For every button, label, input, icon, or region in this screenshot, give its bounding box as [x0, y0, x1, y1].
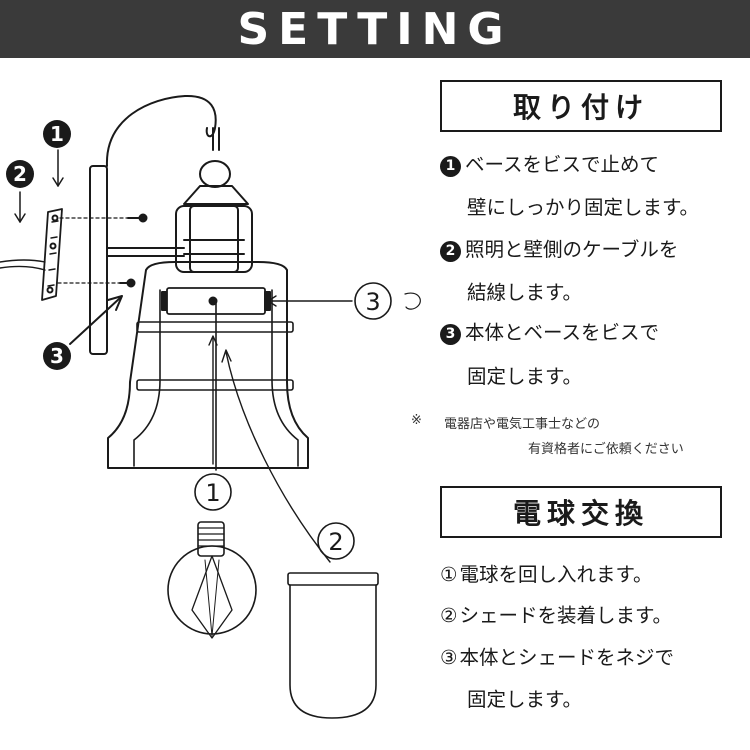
- step-3-badge: 3: [440, 324, 461, 345]
- mounting-step-3-cont: 固定します。: [467, 365, 583, 388]
- callout-bulb: 1: [205, 479, 220, 507]
- callout-3: 3: [50, 344, 64, 368]
- mounting-step-1-cont: 壁にしっかり固定します。: [467, 196, 700, 219]
- page-title: SETTING: [237, 3, 513, 55]
- installation-diagram: 1 2 3 3 1 2: [0, 94, 421, 719]
- callout-1: 1: [50, 122, 64, 146]
- wall-plate: [89, 165, 108, 355]
- glass-shade: [287, 572, 379, 719]
- light-bulb: [167, 521, 257, 639]
- callout-shade: 2: [328, 528, 343, 556]
- step-1-badge: 1: [440, 156, 461, 177]
- mounting-heading: 取り付け: [440, 80, 722, 132]
- lamp-shade: [107, 261, 309, 469]
- step-2-badge: 2: [440, 241, 461, 262]
- base-bracket: [0, 208, 63, 301]
- note-mark: ※: [411, 413, 422, 428]
- bulb-change-heading: 電球交換: [440, 486, 722, 538]
- note-line-2: 有資格者にご依頼ください: [528, 442, 684, 457]
- callout-2: 2: [13, 162, 27, 186]
- mounting-step-2-cont: 結線します。: [467, 281, 583, 304]
- page-header: SETTING: [0, 0, 750, 58]
- callout-shade-screw: 3: [365, 288, 380, 316]
- bulb-step-3-cont: 固定します。: [467, 688, 583, 711]
- note-line-1: 電器店や電気工事士などの: [444, 417, 601, 432]
